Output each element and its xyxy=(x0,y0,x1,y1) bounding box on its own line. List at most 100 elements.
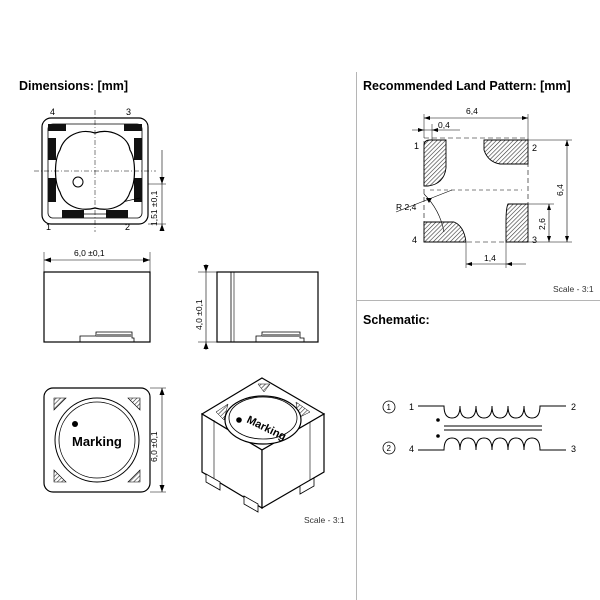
dim-arrow xyxy=(159,177,165,184)
schematic-circle-2-label: 2 xyxy=(387,444,392,453)
land-outline xyxy=(423,137,529,243)
land-pattern-heading: Recommended Land Pattern: [mm] xyxy=(363,79,571,93)
land-pin-1: 1 xyxy=(414,141,419,151)
winding-1 xyxy=(418,405,566,419)
iso-foot xyxy=(205,473,221,491)
winding1-left-label: 1 xyxy=(409,402,414,412)
schematic-circle-1-label: 1 xyxy=(387,403,392,412)
dim-arrow xyxy=(466,262,472,266)
top-pin-4: 4 xyxy=(50,107,55,117)
polarity-dot xyxy=(72,421,78,427)
winding-2 xyxy=(418,437,566,451)
end-view-terminal-fill xyxy=(262,334,300,337)
dimensions-heading: Dimensions: [mm] xyxy=(19,79,129,93)
side-width-dim: 6,0 ±0,1 xyxy=(74,248,105,258)
iso-view: Marking xyxy=(200,377,326,513)
terminal-block xyxy=(134,178,142,202)
iso-right-face xyxy=(261,412,325,510)
dim-arrow xyxy=(143,257,150,263)
iso-foot xyxy=(243,495,259,513)
winding2-left-label: 4 xyxy=(409,444,414,454)
winding1-right-label: 2 xyxy=(571,402,576,412)
land-pad-gap: 0,4 xyxy=(438,120,450,130)
end-height-dim: 4,0 ±0,1 xyxy=(194,299,204,330)
top-pin-3: 3 xyxy=(126,107,131,117)
marked-view: Marking 6,0 ±0,1 xyxy=(43,387,166,493)
iso-chamfer xyxy=(257,383,271,393)
top-height-dim: 1,51 ±0,1 xyxy=(149,190,159,226)
end-view-terminal xyxy=(255,331,305,342)
vertical-divider xyxy=(356,72,357,600)
dim-arrow xyxy=(565,236,569,242)
marking-text: Marking xyxy=(72,434,122,449)
land-pad-2 xyxy=(483,139,529,165)
dim-arrow xyxy=(547,236,551,242)
schematic-circle-1 xyxy=(382,400,396,414)
dimensions-scale: Scale - 3:1 xyxy=(304,515,345,525)
end-view: 4,0 ±0,1 xyxy=(194,264,319,350)
top-view: 4 3 1 2 1,51 ±0,1 xyxy=(34,107,166,232)
land-pin-3: 3 xyxy=(532,235,537,245)
land-pattern-scale: Scale - 3:1 xyxy=(553,284,594,294)
side-view-terminal-fill xyxy=(96,334,132,337)
land-pad-1 xyxy=(423,139,447,187)
terminal-block xyxy=(48,124,66,131)
dim-arrow xyxy=(203,265,209,272)
side-view: 6,0 ±0,1 xyxy=(43,248,151,343)
side-view-body xyxy=(43,271,151,343)
end-view-body xyxy=(216,271,319,343)
terminal-block xyxy=(134,138,142,160)
polarity-dot-2 xyxy=(436,434,440,438)
land-pad-4 xyxy=(423,221,467,243)
marked-view-corner xyxy=(53,397,67,411)
dim-arrow xyxy=(159,388,165,395)
land-pattern: 1 2 3 4 6,4 0,4 6,4 xyxy=(395,106,572,268)
dim-arrow xyxy=(203,342,209,349)
dim-arrow xyxy=(418,128,424,132)
land-pad-3 xyxy=(505,203,529,243)
radius-leader xyxy=(395,189,453,213)
schematic: 1 2 1 2 4 3 xyxy=(382,400,576,455)
land-pad-height: 2,6 xyxy=(537,218,547,230)
marked-view-core-inner xyxy=(58,401,136,479)
land-pin-2: 2 xyxy=(532,143,537,153)
dim-arrow xyxy=(426,198,432,203)
land-total-width: 6,4 xyxy=(466,106,478,116)
terminal-block xyxy=(124,124,142,131)
terminal-block xyxy=(106,210,128,218)
radius-arc xyxy=(423,193,445,233)
dim-arrow xyxy=(432,128,438,132)
horizontal-divider xyxy=(356,300,600,301)
dim-arrow xyxy=(547,204,551,210)
dim-arrow xyxy=(565,140,569,146)
land-bottom: 1,4 xyxy=(484,253,496,263)
marked-width-dim: 6,0 ±0,1 xyxy=(149,431,159,462)
dim-arrow xyxy=(159,485,165,492)
terminal-block xyxy=(48,178,56,202)
terminal-block xyxy=(48,138,56,160)
land-total-height: 6,4 xyxy=(555,184,565,196)
schematic-heading: Schematic: xyxy=(363,313,430,327)
terminal-block xyxy=(62,210,84,218)
marked-view-corner xyxy=(53,469,67,483)
top-pin-1: 1 xyxy=(46,222,51,232)
marked-view-corner xyxy=(127,469,141,483)
winding2-right-label: 3 xyxy=(571,444,576,454)
iso-drum-inner xyxy=(228,396,298,440)
dim-arrow xyxy=(522,116,528,120)
side-view-terminal xyxy=(79,331,135,342)
dim-arrow xyxy=(44,257,51,263)
pin1-dot xyxy=(72,176,84,188)
dim-arrow xyxy=(424,116,430,120)
iso-polarity-dot xyxy=(236,417,242,423)
dim-arrow xyxy=(159,224,165,231)
land-radius: R 2,4 xyxy=(396,202,417,212)
top-pin-2: 2 xyxy=(125,222,130,232)
schematic-circle-2 xyxy=(382,441,396,455)
iso-foot xyxy=(299,477,315,495)
polarity-dot-1 xyxy=(436,418,440,422)
marked-view-corner xyxy=(127,397,141,411)
dim-arrow xyxy=(506,262,512,266)
